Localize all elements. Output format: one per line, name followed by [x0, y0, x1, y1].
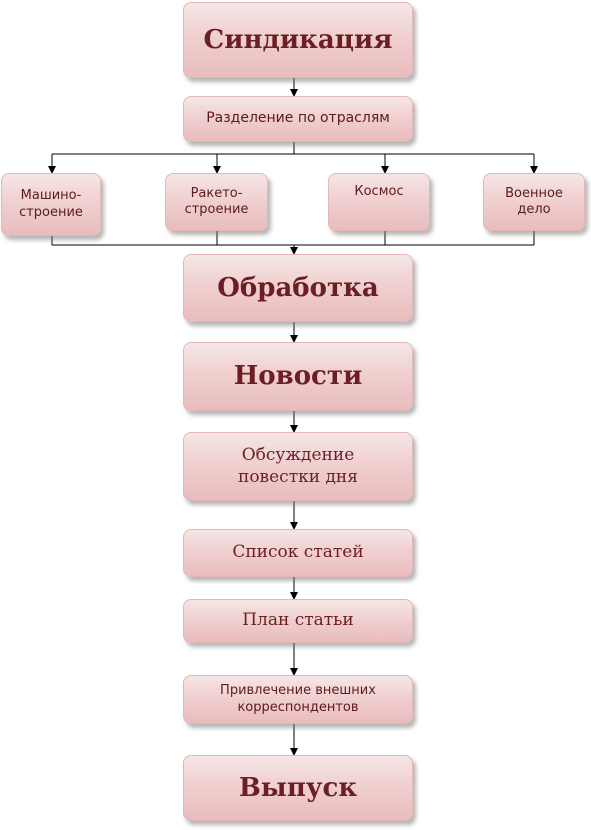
- node-space: Космос: [328, 173, 430, 231]
- node-release-label: Выпуск: [238, 772, 358, 803]
- node-processing-label: Обработка: [217, 272, 379, 303]
- node-industry-split-label: Разделение по отраслям: [206, 110, 390, 127]
- node-military: Военное дело: [483, 173, 585, 231]
- node-machine-building-label: Машино- строение: [19, 188, 83, 220]
- node-article-plan-label: План статьи: [242, 610, 354, 631]
- node-news-label: Новости: [233, 361, 363, 392]
- node-processing: Обработка: [183, 254, 413, 322]
- node-rocket-building-label: Ракето- строение: [184, 185, 249, 217]
- node-release: Выпуск: [183, 755, 413, 821]
- node-space-label: Космос: [354, 184, 404, 199]
- node-machine-building: Машино- строение: [1, 173, 101, 236]
- node-news: Новости: [183, 342, 413, 411]
- node-agenda-discussion: Обсуждение повестки дня: [183, 432, 413, 501]
- node-military-label: Военное дело: [505, 185, 563, 217]
- node-external-correspondents-label: Привлечение внешних корреспондентов: [220, 683, 376, 715]
- node-article-list-label: Список статей: [232, 542, 364, 563]
- node-external-correspondents: Привлечение внешних корреспондентов: [183, 675, 413, 724]
- node-article-plan: План статьи: [183, 599, 413, 643]
- node-rocket-building: Ракето- строение: [165, 173, 268, 231]
- node-syndication: Синдикация: [183, 2, 413, 78]
- node-syndication-label: Синдикация: [203, 24, 393, 55]
- node-industry-split: Разделение по отраслям: [183, 96, 413, 142]
- node-article-list: Список статей: [183, 529, 413, 577]
- node-agenda-discussion-label: Обсуждение повестки дня: [237, 445, 358, 487]
